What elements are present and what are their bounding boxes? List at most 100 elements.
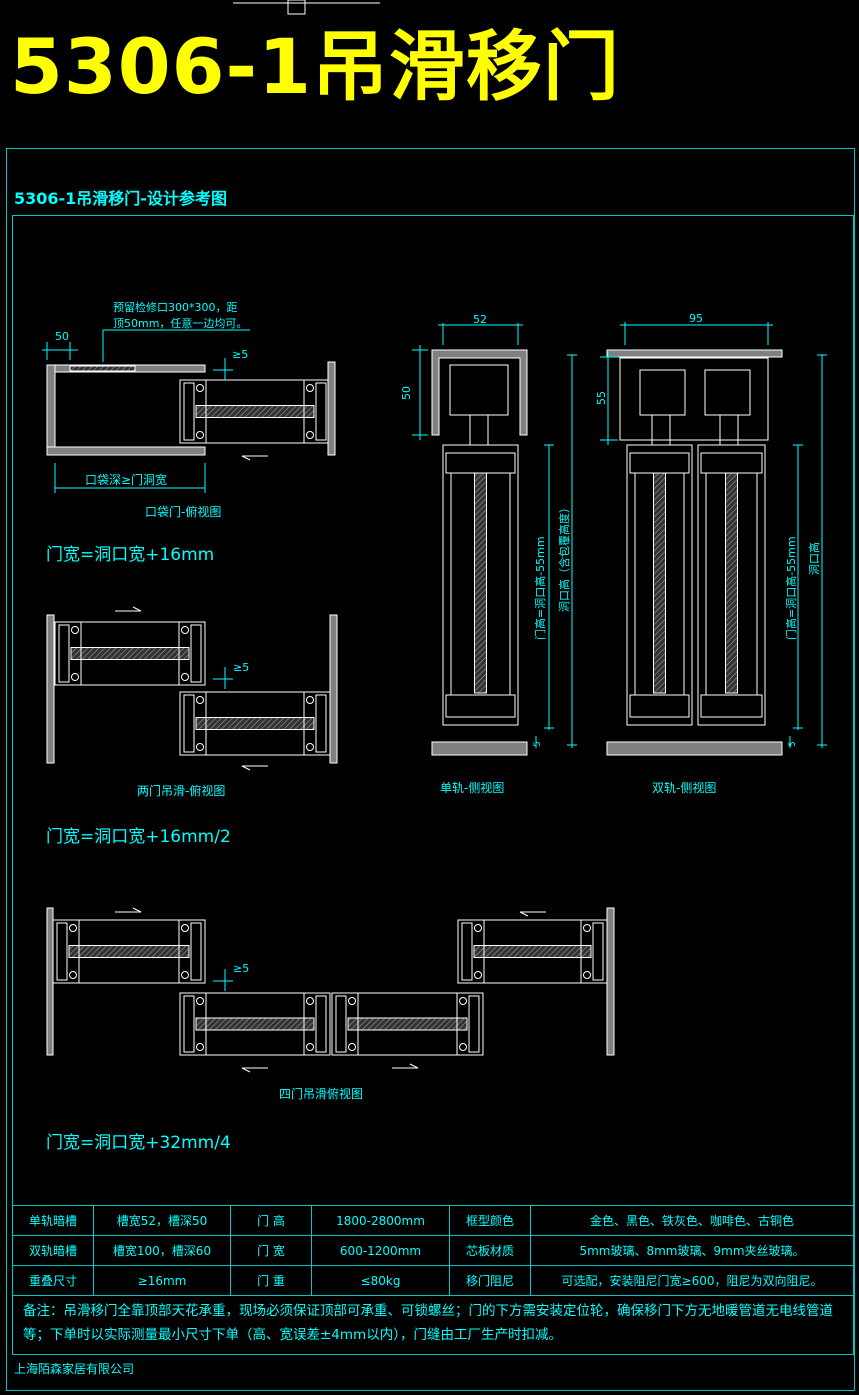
roller <box>583 971 591 979</box>
arrow-left-icon <box>241 455 268 461</box>
glass-core <box>653 472 666 694</box>
wall-section <box>46 446 206 456</box>
glass-core <box>725 472 738 694</box>
pocket-dim-50: 50 <box>55 330 69 343</box>
panel-stile <box>190 624 202 683</box>
wall-section <box>327 361 336 456</box>
drawing-subtitle: 5306-1吊滑移门-设计参考图 <box>14 189 227 208</box>
arrow-left-icon <box>241 1067 268 1073</box>
door-top-rail <box>629 452 690 474</box>
floor-guide <box>606 741 783 756</box>
panel-stile <box>468 995 480 1053</box>
panel-stile <box>315 382 327 441</box>
double-opening-height-label: 洞口高 <box>807 542 821 575</box>
roller <box>306 997 314 1005</box>
roller <box>181 673 189 681</box>
roller <box>71 673 79 681</box>
pocket-gap-label: ≥5 <box>232 348 248 361</box>
arrow-right-icon <box>392 1063 419 1069</box>
glass-core <box>195 1017 315 1031</box>
roller <box>583 924 591 932</box>
table-cell: ≥16mm <box>93 1265 231 1296</box>
double-track <box>619 357 769 441</box>
door-bottom-rail <box>445 694 516 718</box>
table-cell: 双轨暗槽 <box>12 1235 94 1266</box>
roller <box>196 384 204 392</box>
table-row: 重叠尺寸 ≥16mm 门 重 ≤80kg 移门阻尼 可选配，安装阻尼门宽≥600… <box>12 1265 854 1296</box>
panel-stile <box>315 995 327 1053</box>
top-channel <box>431 349 528 436</box>
table-cell: 门 重 <box>230 1265 312 1296</box>
double-caption: 双轨-侧视图 <box>652 780 716 795</box>
wall-section <box>46 907 54 1056</box>
top-block <box>287 0 306 15</box>
hanger-bolt <box>469 414 489 446</box>
drawing-title: 5306-1吊滑移门 <box>10 22 620 111</box>
table-cell: 金色、黑色、铁灰色、咖啡色、古铜色 <box>530 1205 854 1236</box>
spec-table: 单轨暗槽 槽宽52，槽深50 门 高 1800-2800mm 框型颜色 金色、黑… <box>12 1205 854 1296</box>
pocket-formula: 门宽=洞口宽+16mm <box>46 545 215 565</box>
glass-core <box>474 472 487 694</box>
double-width-label: 95 <box>689 312 703 325</box>
door-bottom-rail <box>629 694 690 718</box>
arrow-left-icon <box>241 765 268 771</box>
roller <box>306 384 314 392</box>
arrow-left-icon <box>519 911 546 917</box>
table-cell: 移门阻尼 <box>449 1265 531 1296</box>
roller <box>348 1043 356 1051</box>
four-door-gap-label: ≥5 <box>233 962 249 975</box>
roller <box>69 971 77 979</box>
roller <box>306 696 314 704</box>
single-bottom-label: 5 <box>533 741 543 747</box>
panel-stile <box>461 922 473 981</box>
wall-section <box>46 364 56 456</box>
roller <box>196 997 204 1005</box>
panel-stile <box>315 694 327 753</box>
glass-core <box>68 945 190 958</box>
table-cell: 重叠尺寸 <box>12 1265 94 1296</box>
door-panel <box>52 919 206 984</box>
roller <box>196 696 204 704</box>
pocket-note-line2: 顶50mm，任意一边均可。 <box>113 316 247 330</box>
table-cell: 门 高 <box>230 1205 312 1236</box>
panel-stile <box>56 922 68 981</box>
single-depth-label: 50 <box>400 386 413 400</box>
table-row: 单轨暗槽 槽宽52，槽深50 门 高 1800-2800mm 框型颜色 金色、黑… <box>12 1205 854 1236</box>
hanger-track <box>639 369 686 416</box>
roller <box>181 971 189 979</box>
table-cell: 600-1200mm <box>311 1235 450 1266</box>
wall-section <box>606 907 615 1056</box>
roller <box>306 1043 314 1051</box>
door-panel <box>179 992 331 1056</box>
single-caption: 单轨-侧视图 <box>440 780 504 795</box>
wall-section <box>134 364 206 373</box>
roller <box>459 997 467 1005</box>
door-bottom-rail <box>700 694 763 718</box>
door-side-frame <box>697 444 766 726</box>
table-cell: 单轨暗槽 <box>12 1205 94 1236</box>
table-cell: 框型颜色 <box>449 1205 531 1236</box>
glass-core <box>70 647 190 660</box>
single-opening-height-label: 洞口高（含包覆高度） <box>557 502 571 612</box>
roller <box>459 1043 467 1051</box>
roller <box>196 431 204 439</box>
access-hatch <box>69 365 136 372</box>
wall-section <box>46 614 55 764</box>
roller <box>306 431 314 439</box>
door-panel <box>331 992 484 1056</box>
table-cell: 槽宽52，槽深50 <box>93 1205 231 1236</box>
single-width-label: 52 <box>473 313 487 326</box>
roller <box>196 743 204 751</box>
table-cell: 门 宽 <box>230 1235 312 1266</box>
roller <box>474 924 482 932</box>
panel-stile <box>58 624 70 683</box>
hanger-track <box>449 364 509 416</box>
panel-stile <box>183 382 195 441</box>
roller <box>69 924 77 932</box>
door-panel <box>54 621 206 686</box>
door-side-frame <box>626 444 693 726</box>
company-name: 上海陌森家居有限公司 <box>14 1362 135 1376</box>
pocket-caption: 口袋门-俯视图 <box>145 504 221 519</box>
roller <box>474 971 482 979</box>
roller <box>181 924 189 932</box>
